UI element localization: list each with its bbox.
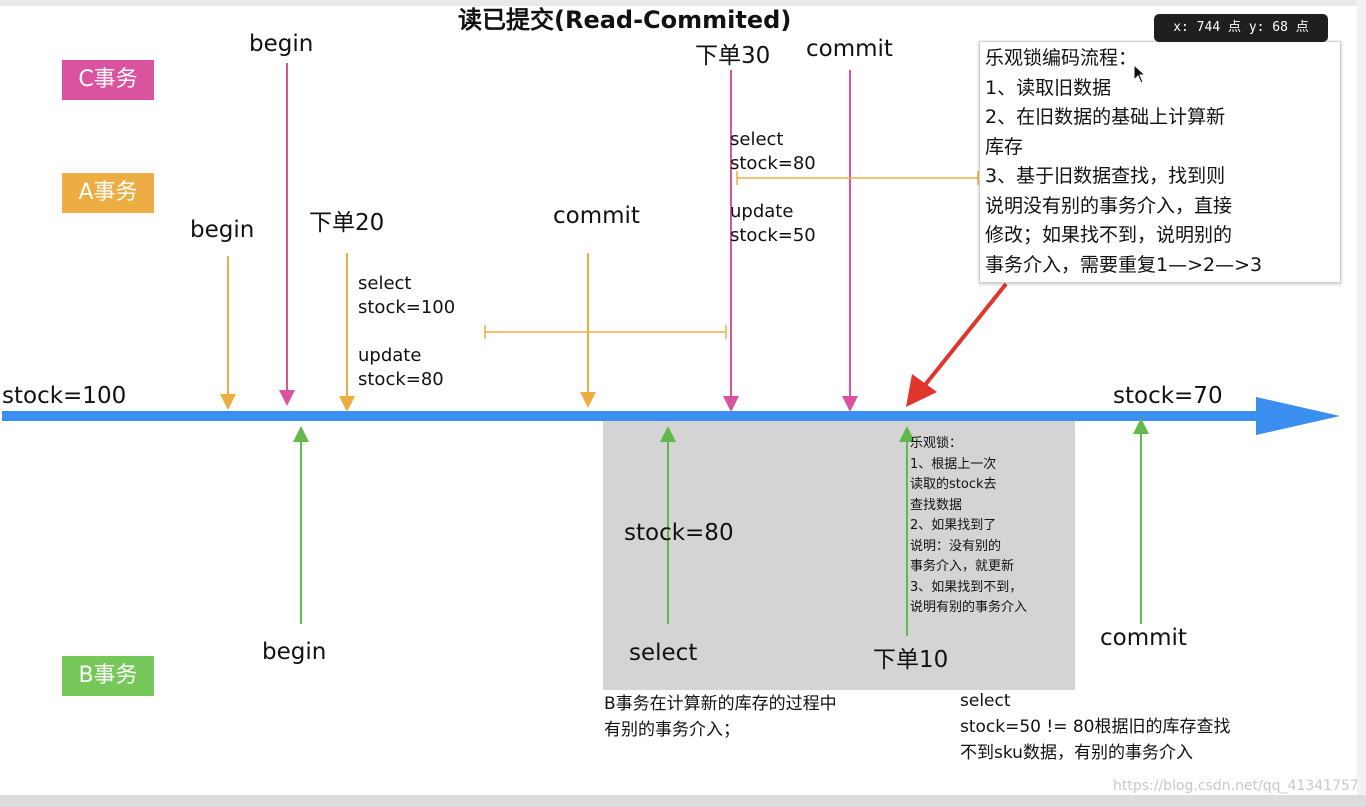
window-top-edge bbox=[0, 0, 1366, 6]
b-optimistic-lock-note: 乐观锁： 1、根据上一次 读取的stock去 查找数据 2、如果找到了 说明：没… bbox=[910, 436, 1028, 615]
a-interval-bracket bbox=[484, 325, 727, 339]
timeline-start-stock: stock=100 bbox=[2, 383, 127, 409]
b-caption: B事务在计算新的库存的过程中 有别的事务介入； bbox=[604, 694, 837, 740]
timeline-arrowhead bbox=[1256, 397, 1340, 435]
c-operations: select stock=80 update stock=50 bbox=[730, 129, 816, 246]
window-bottom-edge bbox=[0, 795, 1366, 807]
window-right-edge bbox=[1357, 0, 1366, 807]
a-operations: select stock=100 update stock=80 bbox=[358, 273, 456, 390]
timeline-end-stock: stock=70 bbox=[1113, 383, 1223, 409]
b-transaction-label: B事务 bbox=[62, 656, 154, 696]
coordinate-readout: x: 744 点 y: 68 点 bbox=[1154, 14, 1328, 42]
a-commit-label: commit bbox=[553, 203, 640, 229]
b-order-label: 下单10 bbox=[873, 647, 949, 673]
c-order-label: 下单30 bbox=[695, 43, 771, 69]
b-transaction-highlight bbox=[603, 420, 1075, 690]
b-select-label: select bbox=[629, 640, 698, 666]
c-transaction-label: C事务 bbox=[62, 60, 154, 100]
watermark-url: https://blog.csdn.net/qq_41341757 bbox=[1113, 778, 1359, 794]
timeline-bar bbox=[2, 411, 1264, 421]
a-begin-label: begin bbox=[190, 217, 255, 243]
b-stock-label: stock=80 bbox=[624, 520, 734, 546]
optimistic-lock-note-box bbox=[979, 41, 1341, 283]
b-begin-label: begin bbox=[262, 639, 327, 665]
c-interval-bracket bbox=[736, 171, 979, 185]
a-order-label: 下单20 bbox=[309, 210, 385, 236]
red-pointer-arrow bbox=[906, 282, 1008, 407]
a-transaction-label: A事务 bbox=[62, 173, 154, 213]
c-begin-label: begin bbox=[249, 31, 314, 57]
mouse-cursor-icon bbox=[1133, 64, 1147, 84]
c-commit-label: commit bbox=[806, 36, 893, 62]
b-commit-label: commit bbox=[1100, 625, 1187, 651]
b-select-note: select stock=50 != 80根据旧的库存查找 不到sku数据，有别… bbox=[960, 691, 1231, 763]
optimistic-lock-steps: 乐观锁编码流程： 1、读取旧数据 2、在旧数据的基础上计算新 库存 3、基于旧数… bbox=[985, 47, 1263, 276]
diagram-title: 读已提交(Read-Commited) bbox=[458, 6, 792, 34]
